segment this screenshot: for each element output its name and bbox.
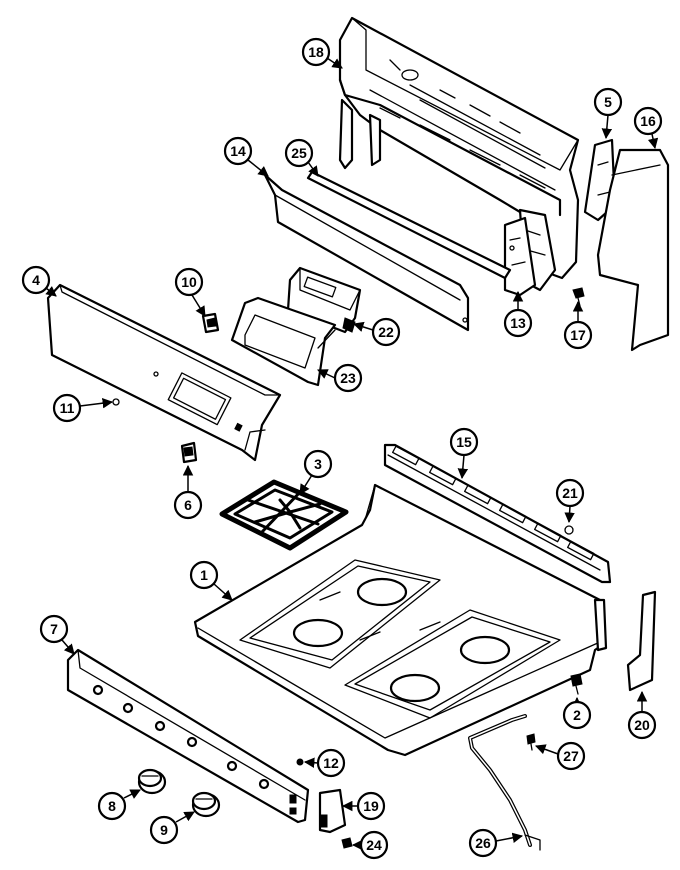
callout-18: 18 — [308, 44, 324, 60]
callout-6: 6 — [184, 497, 192, 513]
part-4-control-panel — [46, 283, 282, 462]
callout-16: 16 — [640, 113, 656, 129]
callout-15: 15 — [456, 434, 472, 450]
part-8-knob — [137, 768, 167, 795]
callout-20: 20 — [634, 717, 650, 733]
part-16-end-cap — [596, 148, 670, 352]
callout-14: 14 — [230, 143, 246, 159]
callout-2: 2 — [573, 707, 581, 723]
callout-12: 12 — [323, 755, 339, 771]
callout-10: 10 — [181, 274, 197, 290]
callout-4: 4 — [32, 272, 40, 288]
callout-11: 11 — [60, 400, 75, 416]
callout-21: 21 — [562, 485, 578, 501]
callout-1: 1 — [200, 567, 208, 583]
part-19-bracket — [318, 788, 347, 834]
part-2-screw — [570, 673, 583, 695]
callout-17: 17 — [570, 327, 586, 343]
part-21-clip — [564, 525, 574, 535]
part-11-screw — [112, 398, 120, 406]
part-3-grate — [219, 479, 349, 551]
part-9-knob — [191, 791, 221, 818]
callout-9: 9 — [160, 822, 168, 838]
callout-24: 24 — [366, 837, 382, 853]
callout-25: 25 — [291, 145, 307, 161]
part-23-overlay-bezel — [230, 296, 337, 387]
part-7-manifold-panel — [66, 648, 310, 824]
part-10-switch — [201, 312, 220, 334]
callout-3: 3 — [314, 456, 322, 472]
part-14-panel — [263, 173, 470, 332]
part-24-screw — [341, 837, 353, 849]
callout-5: 5 — [604, 94, 612, 110]
part-13-bracket — [503, 216, 537, 297]
part-15-vent-trim — [383, 443, 612, 584]
callout-27: 27 — [563, 748, 579, 764]
callout-13: 13 — [510, 315, 526, 331]
part-18-backguard-frame — [338, 16, 580, 292]
part-1-cooktop — [193, 483, 608, 757]
part-6-switch — [180, 441, 198, 464]
callout-23: 23 — [340, 370, 356, 386]
callout-7: 7 — [50, 621, 58, 637]
callout-26: 26 — [475, 835, 491, 851]
part-20-side-trim — [626, 590, 657, 692]
part-26-rod — [468, 714, 541, 851]
callout-22: 22 — [378, 324, 394, 340]
callout-19: 19 — [363, 798, 379, 814]
part-27-screw — [526, 733, 536, 751]
part-12-screw — [296, 758, 304, 766]
callout-8: 8 — [108, 798, 116, 814]
callout-labels: 18 5 16 14 25 4 10 22 13 — [21, 37, 663, 860]
